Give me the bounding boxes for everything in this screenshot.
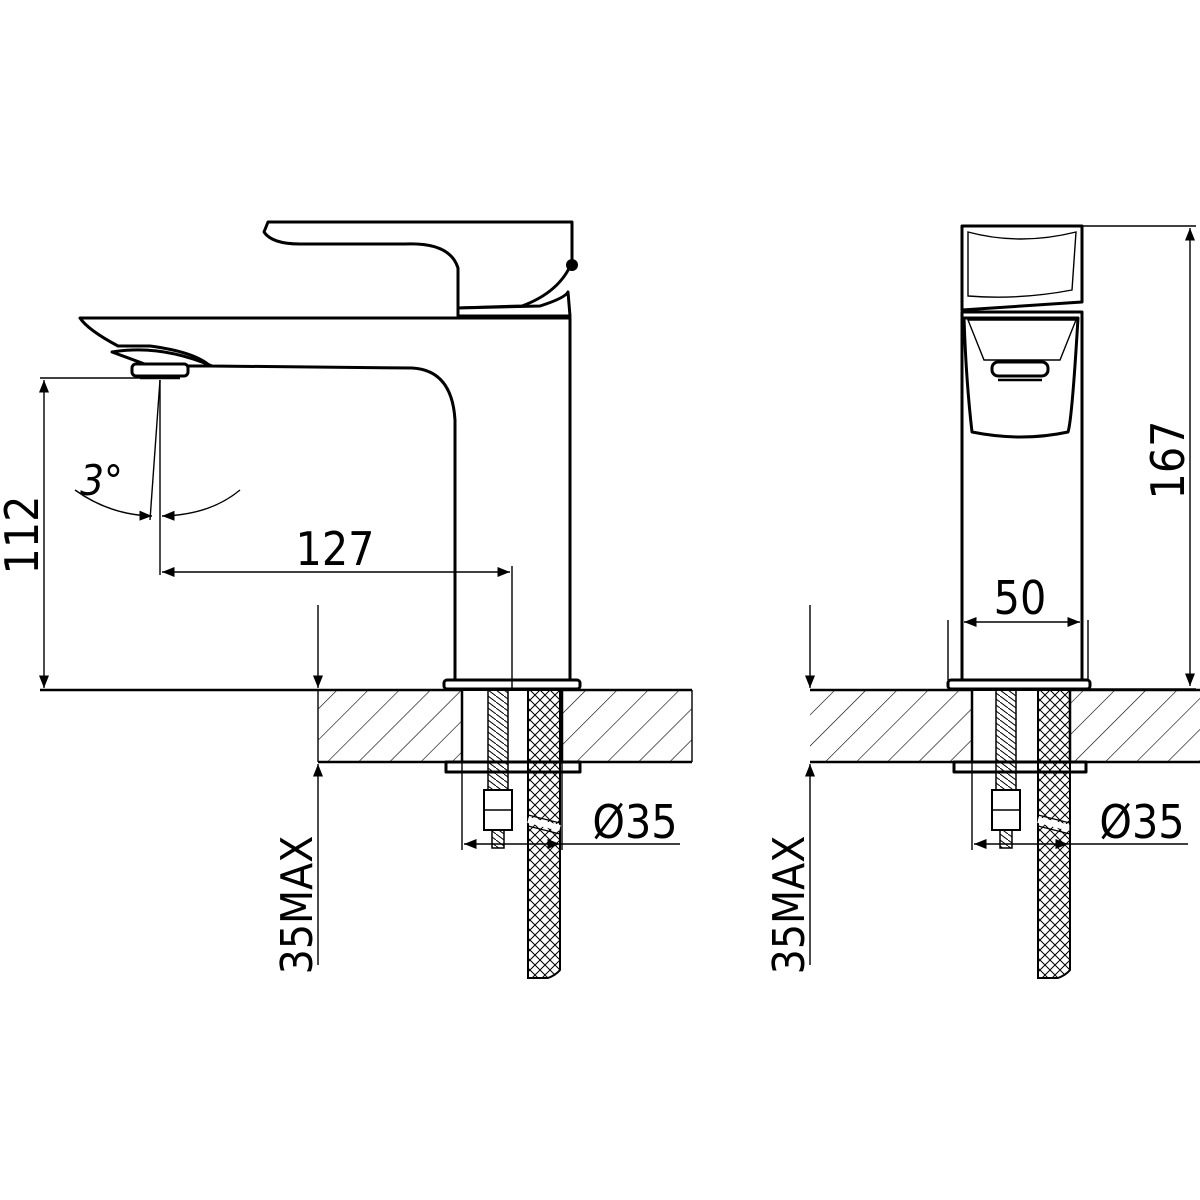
dim-hole-diameter-front: Ø35 [971,762,1188,850]
dim-spout-angle: 3° [74,379,241,575]
hole-diameter-label-front: Ø35 [1099,795,1184,849]
hole-diameter-label-side: Ø35 [592,795,677,849]
dim-deck-thickness-front: 35MAX [764,605,816,975]
dim-spout-reach: 127 [162,522,513,690]
total-height-label: 167 [1141,421,1195,500]
faucet-body-front [946,224,1092,774]
countertop-section-side [40,688,693,764]
faucet-body-side [78,220,582,774]
side-view: 112 3° 127 35MAX Ø35 [0,220,693,979]
deck-thickness-label-front: 35MAX [764,836,815,975]
dim-spout-height: 112 [0,377,160,688]
mounting-hardware-side [483,689,561,979]
spout-reach-label: 127 [296,522,375,576]
spout-height-label: 112 [0,496,49,575]
dim-hole-diameter-side: Ø35 [461,762,680,850]
front-view: 167 50 35MAX Ø35 [764,224,1200,979]
spout-angle-label: 3° [80,456,123,505]
dim-body-width: 50 [947,571,1089,680]
dim-deck-thickness-side: 35MAX [272,605,324,975]
body-width-label: 50 [994,571,1047,625]
deck-thickness-label-side: 35MAX [272,836,323,975]
dim-total-height: 167 [1082,225,1196,690]
